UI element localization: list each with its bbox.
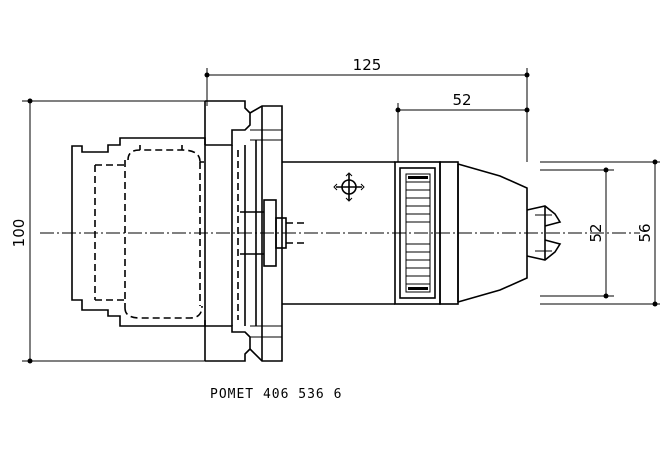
dimension-chuck-outer-diameter: 56: [540, 159, 660, 307]
drawing-caption: POMET 406 536 6: [210, 387, 342, 402]
shaft: [282, 161, 395, 305]
dimension-chuck-inner-diameter: 52: [540, 167, 614, 299]
dim-label-chuck-length: 52: [452, 91, 471, 109]
knurled-grip: [405, 173, 431, 293]
dimension-chuck-length: 52: [395, 91, 530, 162]
dimension-overall-length: 125: [204, 56, 530, 162]
rotation-symbol-icon: [333, 172, 365, 202]
dim-label-chuck-inner-diameter: 52: [587, 223, 605, 242]
dimension-overall-height: 100: [10, 98, 210, 364]
mounting-flange: [204, 100, 305, 362]
dim-label-overall-length: 125: [353, 56, 382, 74]
dim-label-overall-height: 100: [10, 219, 28, 248]
dim-label-chuck-outer-diameter: 56: [636, 223, 654, 242]
drill-chuck: [394, 161, 562, 305]
rear-housing: [71, 137, 206, 327]
